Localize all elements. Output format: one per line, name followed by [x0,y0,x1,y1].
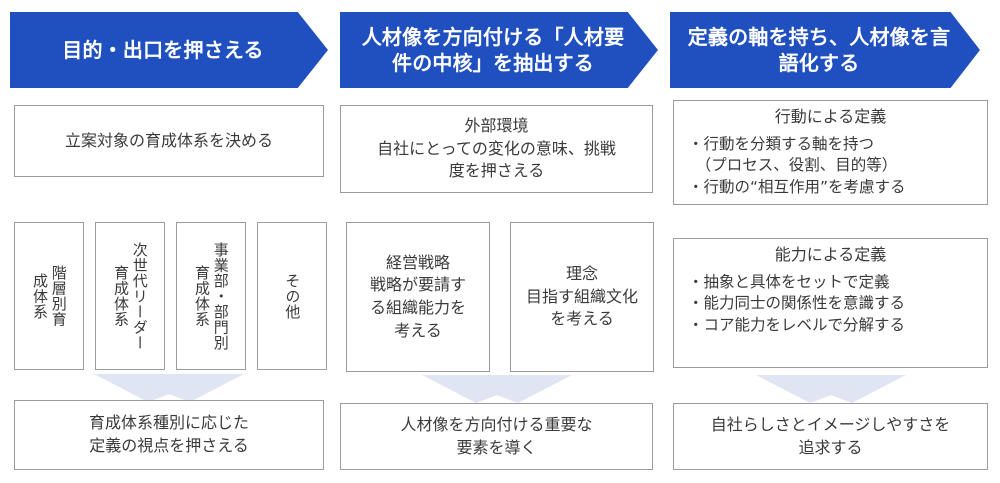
step-2-strategy-text: 経営戦略 戦略が要請す る組織能力を 考える [369,252,466,340]
step-column-2: 人材像を方向付ける「人材要件の中核」を抽出する 外部環境 自社にとっての変化の意… [340,0,660,483]
down-arrow-icon-1 [94,374,244,402]
step-2-external-env-box: 外部環境 自社にとっての変化の意味、挑戦 度を押さえる [340,105,653,193]
category-box-other-label: その他 [283,272,302,320]
step-1-category-row: 階層別育 成体系 次世代リーダー 育成体系 事業部・部門別 育成体系 その他 [14,222,327,370]
step-2-philosophy-box: 理念 目指す組織文化 を考える [510,222,654,372]
step-column-1: 目的・出口を押さえる 立案対象の育成体系を決める 階層別育 成体系 次世代リーダ… [10,0,330,483]
step-2-outcome-box: 人材像を方向付ける重要な 要素を導く [340,403,653,470]
step-3-capability-definition-box: 能力による定義 ・抽象と具体をセットで定義 ・能力同士の関係性を意識する ・コア… [673,238,988,368]
category-box-next-gen-leader: 次世代リーダー 育成体系 [95,222,165,370]
step-2-philosophy-text: 理念 目指す組織文化 を考える [525,263,638,329]
category-box-other: その他 [257,222,327,370]
behavior-definition-title: 行動による定義 [774,107,887,126]
step-2-header-chevron: 人材像を方向付ける「人材要件の中核」を抽出する [340,12,658,88]
step-2-outcome-text: 人材像を方向付ける重要な 要素を導く [400,414,593,457]
step-3-behavior-definition-box: 行動による定義 ・行動を分類する軸を持つ （プロセス、役割、目的等） ・行動の“… [673,100,988,205]
behavior-definition-items: ・行動を分類する軸を持つ （プロセス、役割、目的等） ・行動の“相互作用”を考慮… [688,134,906,196]
step-2-external-env-text: 外部環境 自社にとっての変化の意味、挑戦 度を押さえる [377,115,616,181]
category-box-next-gen-leader-label: 次世代リーダー 育成体系 [112,241,149,351]
down-arrow-icon-3 [756,375,906,403]
step-3-outcome-box: 自社らしさとイメージしやすさを 追求する [673,403,988,470]
step-3-header-chevron: 定義の軸を持ち、人材像を言語化する [670,12,980,88]
capability-definition-items: ・抽象と具体をセットで定義 ・能力同士の関係性を意識する ・コア能力をレベルで分… [688,272,906,334]
down-arrow-icon-2 [422,375,572,403]
step-2-strategy-box: 経営戦略 戦略が要請す る組織能力を 考える [346,222,490,372]
step-1-scope-text: 立案対象の育成体系を決める [64,130,273,150]
step-1-scope-box: 立案対象の育成体系を決める [14,105,324,177]
category-box-hierarchy: 階層別育 成体系 [14,222,84,370]
category-box-division-label: 事業部・部門別 育成体系 [193,241,230,351]
category-box-hierarchy-label: 階層別育 成体系 [31,265,68,327]
step-3-outcome-text: 自社らしさとイメージしやすさを 追求する [710,414,951,457]
behavior-definition-content: 行動による定義 ・行動を分類する軸を持つ （プロセス、役割、目的等） ・行動の“… [674,101,987,204]
step-1-outcome-box: 育成体系種別に応じた 定義の視点を押さえる [14,400,324,470]
capability-definition-content: 能力による定義 ・抽象と具体をセットで定義 ・能力同士の関係性を意識する ・コア… [674,239,987,367]
step-1-outcome-text: 育成体系種別に応じた 定義の視点を押さえる [88,413,249,455]
category-box-division: 事業部・部門別 育成体系 [176,222,246,370]
capability-definition-title: 能力による定義 [774,245,887,264]
step-1-header-chevron: 目的・出口を押さえる [10,12,328,88]
step-column-3: 定義の軸を持ち、人材像を言語化する 行動による定義 ・行動を分類する軸を持つ （… [670,0,990,483]
